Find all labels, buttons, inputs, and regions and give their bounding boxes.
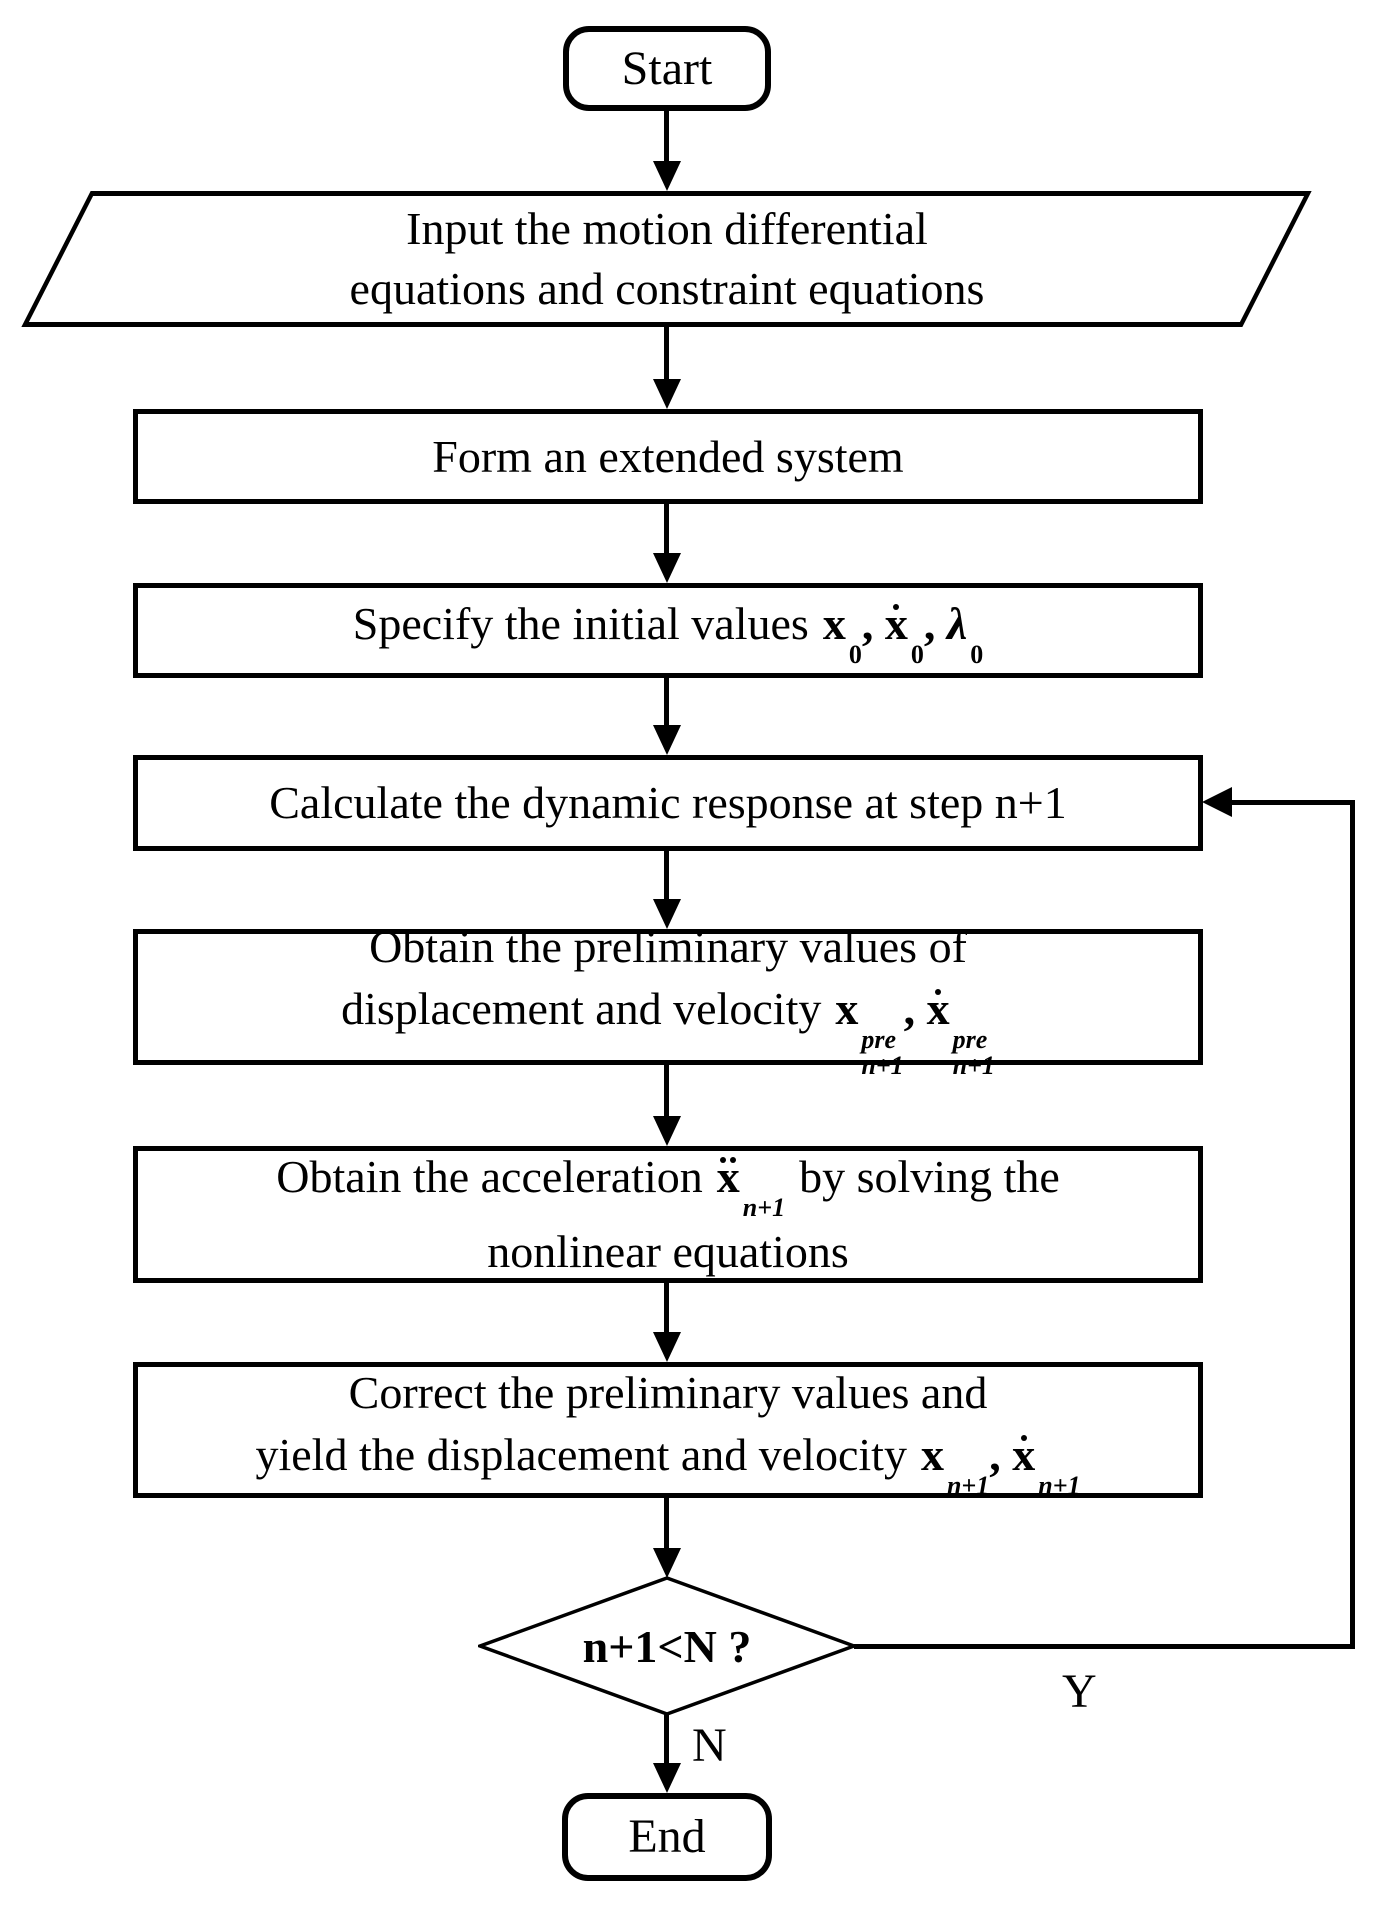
arrow-start-input-shaft: [664, 110, 669, 161]
start-node: Start: [563, 26, 771, 111]
preliminary-text: displacement and velocity: [341, 982, 822, 1034]
decision-node: n+1<N ?: [478, 1576, 856, 1716]
arrow-acceleration-correct-shaft: [664, 1283, 669, 1332]
correct-text: yield the displacement and velocity: [255, 1428, 907, 1480]
loop-arrow-head: [1202, 787, 1232, 817]
acceleration-text-before: Obtain the acceleration: [276, 1151, 703, 1202]
arrow-correct-decision-shaft: [664, 1497, 669, 1548]
no-edge-label: N: [692, 1719, 727, 1772]
end-label: End: [628, 1810, 706, 1863]
arrow-decision-end-head: [653, 1763, 681, 1793]
arrow-correct-decision-head: [653, 1548, 681, 1578]
specify-text: Specify the initial values: [352, 598, 809, 649]
input-line-2: equations and constraint equations: [349, 263, 985, 314]
arrow-form-specify-shaft: [664, 503, 669, 553]
arrow-preliminary-acceleration-head: [653, 1116, 681, 1146]
process-obtain-preliminary: Obtain the preliminary values of displac…: [133, 921, 1203, 1078]
process-calculate-response: Calculate the dynamic response at step n…: [133, 755, 1203, 851]
arrow-calculate-preliminary-shaft: [664, 850, 669, 899]
acceleration-text-after: by solving the: [799, 1151, 1060, 1202]
correct-line-1: Correct the preliminary values and: [348, 1366, 988, 1418]
arrow-form-specify-head: [653, 553, 681, 583]
loop-bottom-line: [854, 1644, 1355, 1649]
arrow-input-form-shaft: [664, 327, 669, 379]
loop-vertical-line: [1350, 800, 1355, 1649]
end-node: End: [562, 1793, 772, 1881]
arrow-specify-calculate-head: [653, 725, 681, 755]
process-correct-values: Correct the preliminary values and yield…: [133, 1362, 1203, 1498]
arrow-decision-end-shaft: [664, 1714, 669, 1763]
start-label: Start: [621, 41, 713, 95]
calculate-label: Calculate the dynamic response at step n…: [269, 777, 1067, 828]
arrow-acceleration-correct-head: [653, 1332, 681, 1362]
process-form-extended-system: Form an extended system: [133, 409, 1203, 504]
arrow-preliminary-acceleration-shaft: [664, 1064, 669, 1116]
input-parallelogram: Input the motion differential equations …: [22, 191, 1312, 327]
form-label: Form an extended system: [432, 430, 904, 482]
arrow-input-form-head: [653, 379, 681, 409]
decision-label: n+1<N ?: [582, 1620, 752, 1672]
loop-top-line: [1230, 800, 1355, 805]
preliminary-line-1: Obtain the preliminary values of: [369, 920, 967, 972]
acceleration-line-2: nonlinear equations: [487, 1226, 849, 1277]
yes-edge-label: Y: [1062, 1665, 1097, 1718]
arrow-specify-calculate-shaft: [664, 677, 669, 725]
arrow-calculate-preliminary-head: [653, 899, 681, 929]
input-line-1: Input the motion differential: [406, 203, 928, 254]
arrow-start-input-head: [653, 161, 681, 191]
